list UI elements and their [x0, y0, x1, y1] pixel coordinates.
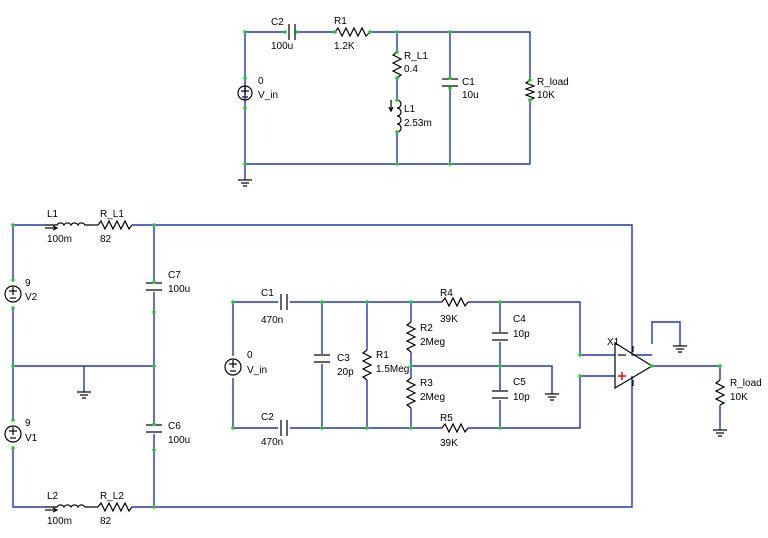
r5-value: 39K [440, 438, 458, 449]
resistor-rl2-bottom[interactable] [91, 501, 133, 513]
rl1-top-value: 0.4 [404, 64, 418, 75]
ground-icon [545, 393, 559, 401]
v2-value: 9 [25, 278, 31, 289]
c4-value: 10p [513, 329, 530, 340]
c2-top-value: 100u [271, 41, 293, 52]
r4-name: R4 [440, 288, 453, 299]
rl2-bottom-value: 82 [100, 516, 112, 527]
opamp-x1[interactable] [614, 341, 654, 390]
r3-value: 2Meg [420, 392, 445, 403]
resistor-r3[interactable] [405, 377, 417, 409]
vin-bottom-value: 0 [247, 350, 253, 361]
inductor-l1-top[interactable] [388, 99, 402, 133]
capacitor-c1-bottom[interactable] [280, 294, 288, 310]
r1-top-value: 1.2K [334, 41, 355, 52]
junction-nodes-top [243, 30, 532, 166]
r3-name: R3 [420, 378, 433, 389]
v2-name: V2 [25, 292, 38, 303]
c3-value: 20p [337, 367, 354, 378]
resistor-r1-top[interactable] [334, 26, 371, 38]
c1-top-name: C1 [462, 77, 475, 88]
bottom-circuit: L1 100m R_L1 82 L2 100m R_L2 82 [4, 209, 762, 527]
rload-bottom-value: 10K [730, 392, 748, 403]
resistor-rload-bottom[interactable] [714, 379, 726, 406]
resistor-r1-bottom[interactable] [361, 349, 373, 381]
c6-value: 100u [168, 435, 190, 446]
x1-name: X1 [607, 337, 620, 348]
rload-top-name: R_load [537, 77, 569, 88]
capacitor-c2-bottom[interactable] [280, 420, 288, 436]
voltage-source-vin-top[interactable] [237, 85, 253, 101]
resistor-rl1-bottom[interactable] [91, 219, 133, 231]
c7-value: 100u [168, 284, 190, 295]
l2-bottom-value: 100m [47, 516, 72, 527]
ground-icon [77, 391, 91, 399]
voltage-source-vin-bottom[interactable] [224, 358, 242, 376]
l2-bottom-name: L2 [47, 491, 59, 502]
r2-name: R2 [420, 323, 433, 334]
rload-bottom-name: R_load [730, 378, 762, 389]
capacitor-c6[interactable] [146, 424, 162, 433]
rl1-bottom-value: 82 [100, 234, 112, 245]
inductor-l1-bottom[interactable] [45, 222, 91, 231]
vin-top-value: 0 [258, 76, 264, 87]
rl1-bottom-name: R_L1 [100, 209, 124, 220]
rl1-top-name: R_L1 [404, 51, 428, 62]
r5-name: R5 [440, 413, 453, 424]
r1-top-name: R1 [334, 16, 347, 27]
vin-bottom-name: V_in [247, 365, 267, 376]
l1-top-value: 2.53m [404, 118, 432, 129]
resistor-rload-top[interactable] [524, 79, 536, 101]
rl2-bottom-name: R_L2 [100, 491, 124, 502]
capacitor-c3[interactable] [314, 354, 330, 363]
v1-name: V1 [25, 433, 38, 444]
ground-icon [673, 345, 687, 353]
capacitor-c4[interactable] [492, 332, 508, 341]
vin-top-name: V_in [258, 90, 278, 101]
v1-value: 9 [25, 418, 31, 429]
resistor-r4[interactable] [441, 296, 469, 308]
resistor-r2[interactable] [405, 321, 417, 353]
c1-bottom-value: 470n [261, 315, 283, 326]
resistor-rl1-top[interactable] [391, 51, 403, 79]
resistor-r5[interactable] [441, 422, 469, 434]
top-circuit: C2 100u R1 1.2K R_L1 0.4 L1 2.53m C1 10u [237, 16, 569, 187]
c2-top-name: C2 [271, 17, 284, 28]
capacitor-c7[interactable] [146, 282, 162, 291]
rload-top-value: 10K [537, 90, 555, 101]
capacitor-c5[interactable] [492, 390, 508, 399]
capacitor-c2-top[interactable] [288, 24, 296, 40]
r1-bottom-value: 1.5Meg [376, 364, 409, 375]
l1-bottom-value: 100m [47, 234, 72, 245]
c5-value: 10p [513, 392, 530, 403]
junction-nodes-bottom [11, 223, 722, 509]
c2-bottom-name: C2 [261, 412, 274, 423]
c1-bottom-name: C1 [261, 288, 274, 299]
c1-top-value: 10u [462, 90, 479, 101]
ground-icon [238, 179, 252, 187]
c6-name: C6 [168, 421, 181, 432]
c3-name: C3 [337, 353, 350, 364]
r4-value: 39K [440, 314, 458, 325]
capacitor-c1-top[interactable] [442, 78, 458, 87]
l1-bottom-name: L1 [47, 209, 59, 220]
inductor-l2-bottom[interactable] [45, 504, 91, 513]
voltage-source-v2[interactable] [4, 285, 22, 303]
c4-name: C4 [513, 314, 526, 325]
c2-bottom-value: 470n [261, 437, 283, 448]
c7-name: C7 [168, 270, 181, 281]
l1-top-name: L1 [404, 104, 416, 115]
r1-bottom-name: R1 [376, 350, 389, 361]
ground-icon [713, 429, 727, 437]
r2-value: 2Meg [420, 337, 445, 348]
c5-name: C5 [513, 377, 526, 388]
voltage-source-v1[interactable] [4, 425, 22, 443]
